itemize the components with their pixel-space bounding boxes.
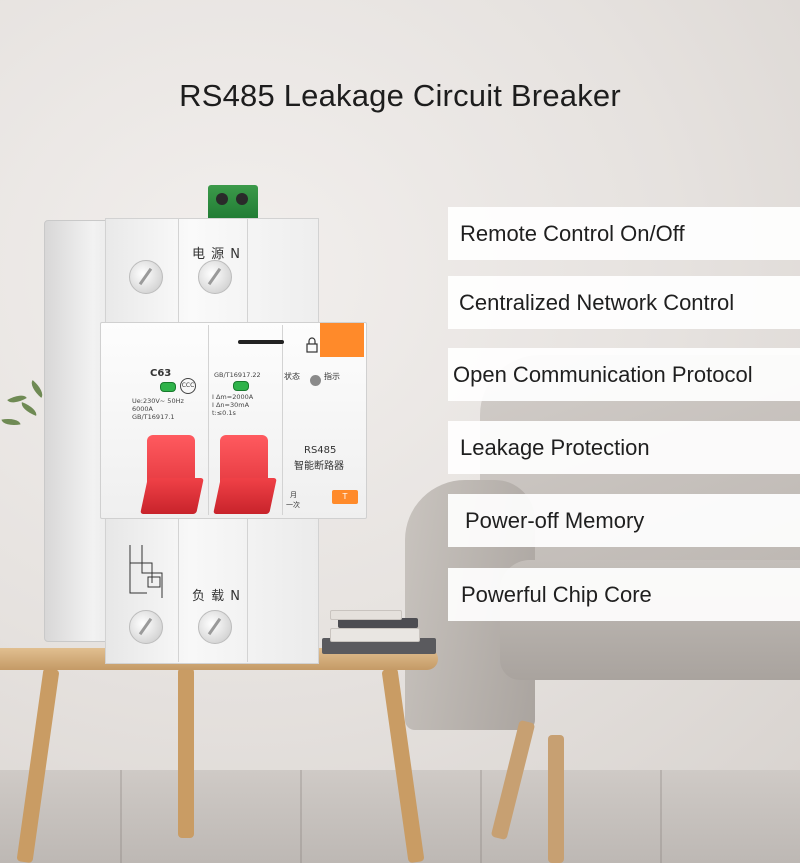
top-screw-left (129, 260, 163, 294)
status-label: 状态 (284, 372, 300, 381)
handle-right-lever[interactable] (213, 478, 277, 514)
indicator-led-left (160, 382, 176, 392)
status-indicator-dot (310, 375, 321, 386)
bottom-screw-left (129, 610, 163, 644)
handle-left-lever[interactable] (140, 478, 204, 514)
feature-item: Powerful Chip Core (448, 568, 800, 621)
feature-item: Power-off Memory (448, 494, 800, 547)
indicator-label: 指示 (324, 372, 340, 381)
rating-label: C63 (150, 368, 172, 379)
specs-left: Ue:230V~ 50Hz 6000A GB/T16917.1 (132, 397, 184, 422)
feature-item: Leakage Protection (448, 421, 800, 474)
feature-item: Open Communication Protocol (448, 348, 800, 401)
side-text-2: 一次 (286, 501, 300, 509)
feature-item: Centralized Network Control (448, 276, 800, 329)
orange-accent (320, 323, 364, 357)
power-label: 电 源 N (192, 247, 241, 262)
product-name-label: 智能断路器 (294, 461, 344, 472)
bottom-screw-right (198, 610, 232, 644)
lock-icon (306, 337, 318, 353)
ccc-mark: CCC (180, 378, 196, 394)
feature-item: Remote Control On/Off (448, 207, 800, 260)
top-screw-right (198, 260, 232, 294)
status-slot (238, 340, 284, 344)
test-button[interactable]: T (332, 490, 358, 504)
specs-mid: I Δm=2000A I Δn=30mA t:≤0.1s (212, 393, 254, 418)
rs485-terminal-block (208, 185, 258, 221)
specs-mid-title: GB/T16917.22 (214, 371, 261, 379)
load-label: 负 载 N (192, 589, 241, 604)
circuit-breaker-device: 电 源 N C63 CCC Ue:230V~ 50Hz 6000A GB/T16… (20, 185, 367, 665)
model-label: RS485 (304, 445, 337, 456)
page-title: RS485 Leakage Circuit Breaker (179, 78, 621, 113)
test-button-label: T (342, 492, 348, 501)
side-text-1: 月 (290, 491, 297, 499)
wiring-diagram-icon (129, 545, 163, 598)
indicator-led-right (233, 381, 249, 391)
